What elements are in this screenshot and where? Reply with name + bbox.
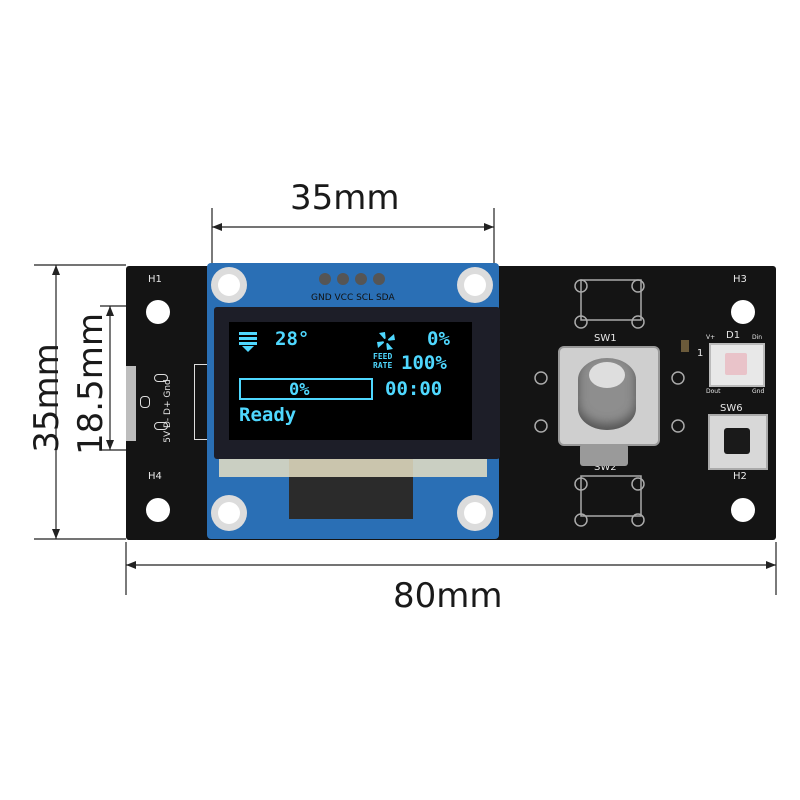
oled-mount-hole bbox=[211, 495, 247, 531]
oled-mount-hole bbox=[211, 267, 247, 303]
button-label: SW6 bbox=[720, 403, 743, 414]
encoder-shaft-top bbox=[589, 362, 625, 388]
nozzle-icon bbox=[239, 332, 257, 352]
encoder-footprint bbox=[534, 279, 685, 527]
progress-bar: 0% bbox=[239, 378, 373, 400]
usb-port bbox=[126, 366, 136, 441]
led-pin-gnd-label: Gnd bbox=[752, 388, 765, 395]
encoder-label-bottom: SW2 bbox=[594, 462, 617, 473]
hole-label-h1: H1 bbox=[148, 274, 162, 285]
led-pin-din-label: Din bbox=[752, 334, 763, 341]
display-width-dimension-line bbox=[211, 208, 495, 270]
board-width-dimension-line bbox=[125, 542, 777, 595]
screen-height-label: 18.5mm bbox=[70, 313, 111, 455]
feed-rate: 100% bbox=[401, 352, 447, 374]
led-lens bbox=[725, 353, 747, 375]
led-pin-vplus-label: V+ bbox=[706, 334, 716, 341]
fan-icon bbox=[377, 332, 395, 350]
led-label: D1 bbox=[726, 330, 741, 341]
board-height-label: 35mm bbox=[26, 343, 67, 453]
oled-mount-hole bbox=[457, 495, 493, 531]
oled-mount-hole bbox=[457, 267, 493, 303]
hole-label-h4: H4 bbox=[148, 471, 162, 482]
usb-pin-labels: 5V D- D+ Gnd bbox=[162, 379, 173, 443]
progress-text: 0% bbox=[289, 380, 310, 400]
encoder-label: SW1 bbox=[594, 333, 617, 344]
mount-hole-h1 bbox=[146, 300, 170, 324]
hole-label-h2: H2 bbox=[733, 471, 747, 482]
rgb-led bbox=[709, 343, 765, 387]
smd-component bbox=[681, 340, 689, 352]
oled-pin-labels: GND VCC SCL SDA bbox=[311, 293, 395, 303]
rotary-encoder[interactable] bbox=[558, 346, 660, 446]
display-width-label: 35mm bbox=[290, 178, 400, 218]
feed-rate-label-1: FEED bbox=[373, 352, 393, 361]
tactile-button[interactable] bbox=[708, 414, 768, 470]
encoder-pins bbox=[580, 444, 628, 466]
feed-rate-label-2: RATE bbox=[373, 361, 393, 370]
led-pin-1-label: 1 bbox=[697, 348, 704, 359]
usb-pad bbox=[154, 374, 168, 382]
mount-hole-h2 bbox=[731, 498, 755, 522]
elapsed-time: 00:00 bbox=[385, 378, 443, 400]
printer-status: Ready bbox=[239, 404, 297, 426]
oled-screen: 28° 0% FEED RATE 100% 0% 00:00 Ready bbox=[229, 322, 472, 440]
oled-header-pins bbox=[315, 271, 391, 289]
hole-label-h3: H3 bbox=[733, 274, 747, 285]
button-cap[interactable] bbox=[724, 428, 750, 454]
led-pin-dout-label: Dout bbox=[706, 388, 721, 395]
hotend-temperature: 28° bbox=[275, 328, 310, 350]
usb-pad bbox=[140, 396, 150, 408]
usb-pad bbox=[154, 422, 168, 430]
board-width-label: 80mm bbox=[393, 576, 503, 616]
mount-hole-h4 bbox=[146, 498, 170, 522]
fan-speed: 0% bbox=[427, 328, 450, 350]
oled-flex-strip bbox=[219, 459, 487, 477]
mount-hole-h3 bbox=[731, 300, 755, 324]
board-height-dimension-line bbox=[34, 264, 126, 540]
